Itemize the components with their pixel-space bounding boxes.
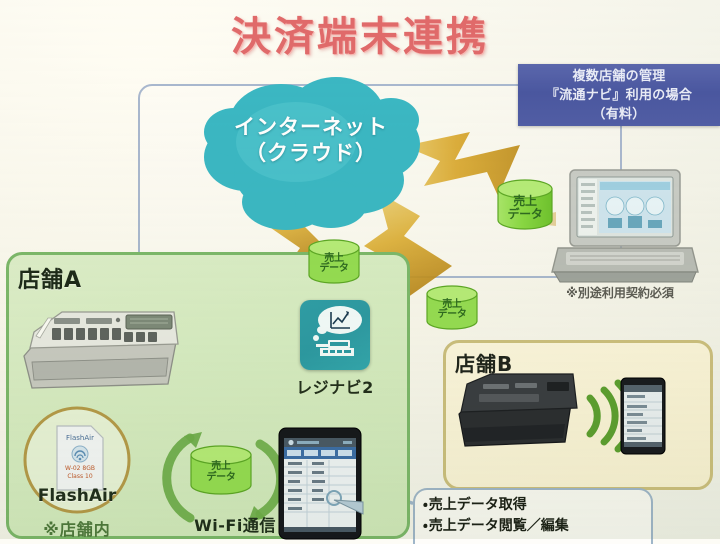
smartphone-store-b[interactable] — [620, 377, 666, 455]
store-b-feature-list: 売上データ取得 売上データ閲覧／編集 — [413, 488, 653, 544]
list-item: 売上データ閲覧／編集 — [423, 516, 645, 537]
svg-text:FlashAir: FlashAir — [66, 434, 94, 442]
smartphone-store-a[interactable] — [277, 427, 364, 540]
cloud-label-line2: （クラウド） — [245, 140, 377, 165]
sales-data-cylinder-store-a: 売上データ — [306, 236, 362, 288]
finger-pointer — [326, 490, 364, 515]
cylinder-text: 売上データ — [507, 194, 543, 222]
cash-register-store-a — [18, 298, 186, 398]
sales-data-cylinder-wifi: 売上データ — [188, 442, 254, 500]
flashair-label: FlashAir — [37, 486, 117, 506]
cylinder-text: 売上データ — [437, 298, 467, 321]
store-a-label: 店舗A — [18, 268, 83, 293]
cloud-label: インターネット （クラウド） — [186, 115, 436, 166]
page-title: 決済端末連携 — [231, 14, 489, 60]
laptop-contract-note: ※別途利用契約必須 — [566, 286, 674, 300]
shop-inside-note: ※店舗内 — [43, 520, 111, 539]
flashair-magnifier: FlashAir W-02 8GB Class 10 — [17, 404, 137, 522]
rejinavi-label: レジナビ2 — [296, 378, 374, 397]
sales-data-cylinder-laptop: 売上データ — [494, 176, 556, 234]
cash-register-store-b — [455, 372, 580, 454]
banner-line-1: 複数店舗の管理 — [572, 69, 666, 84]
store-b-label: 店舗B — [455, 352, 514, 376]
bullet-list: 売上データ取得 売上データ閲覧／編集 — [423, 495, 645, 538]
internet-cloud — [186, 72, 436, 252]
laptop-computer — [551, 168, 699, 286]
multi-store-banner: 複数店舗の管理 『流通ナビ』利用の場合 （有料） — [518, 64, 720, 126]
cylinder-text: 売上データ — [319, 252, 349, 275]
svg-text:Class 10: Class 10 — [67, 473, 93, 480]
rejinavi-app-icon[interactable] — [300, 300, 370, 370]
list-item: 売上データ取得 — [423, 495, 645, 516]
banner-line-3: （有料） — [592, 107, 646, 123]
cloud-label-line1: インターネット — [234, 115, 388, 139]
sales-data-cylinder-store-b: 売上データ — [424, 282, 480, 334]
wifi-communication-label: Wi-Fi通信 — [194, 516, 276, 535]
banner-line-2: 『流通ナビ』利用の場合 — [545, 88, 693, 104]
svg-text:W-02 8GB: W-02 8GB — [65, 465, 95, 472]
cylinder-text: 売上データ — [206, 460, 236, 483]
